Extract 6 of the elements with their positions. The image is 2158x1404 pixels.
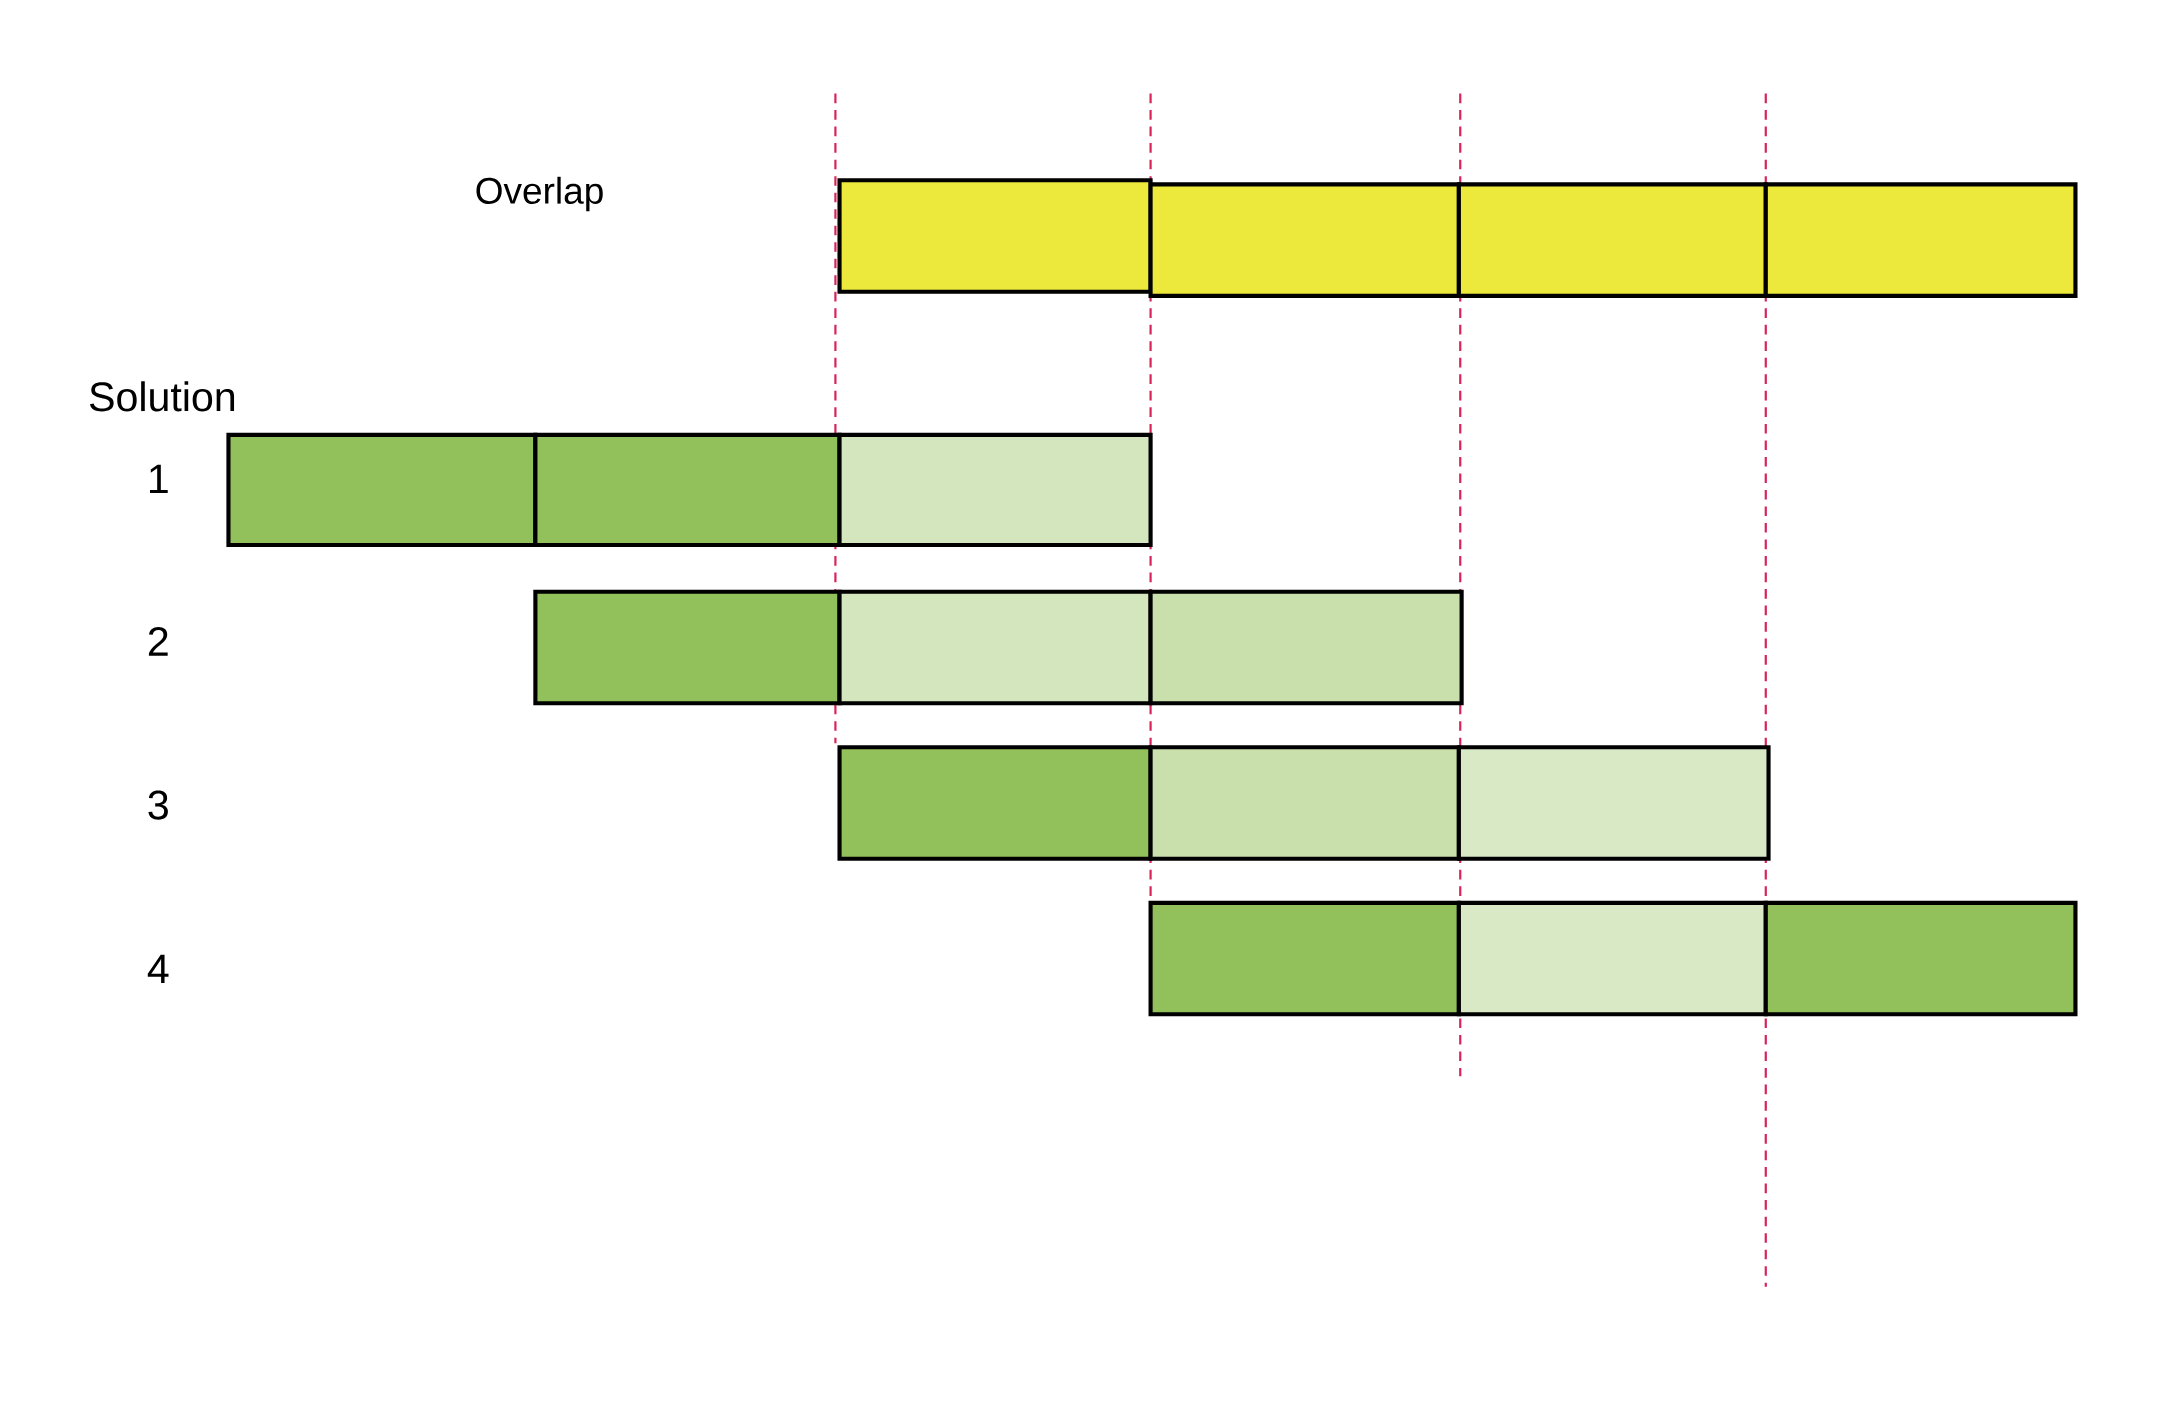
heading: Overlap [476,176,603,212]
row-number: 4 [147,954,169,984]
heading: Solution [89,381,235,412]
row-number: 2 [148,627,168,656]
row-number: 1 [150,464,168,494]
row-number: 3 [148,790,168,820]
